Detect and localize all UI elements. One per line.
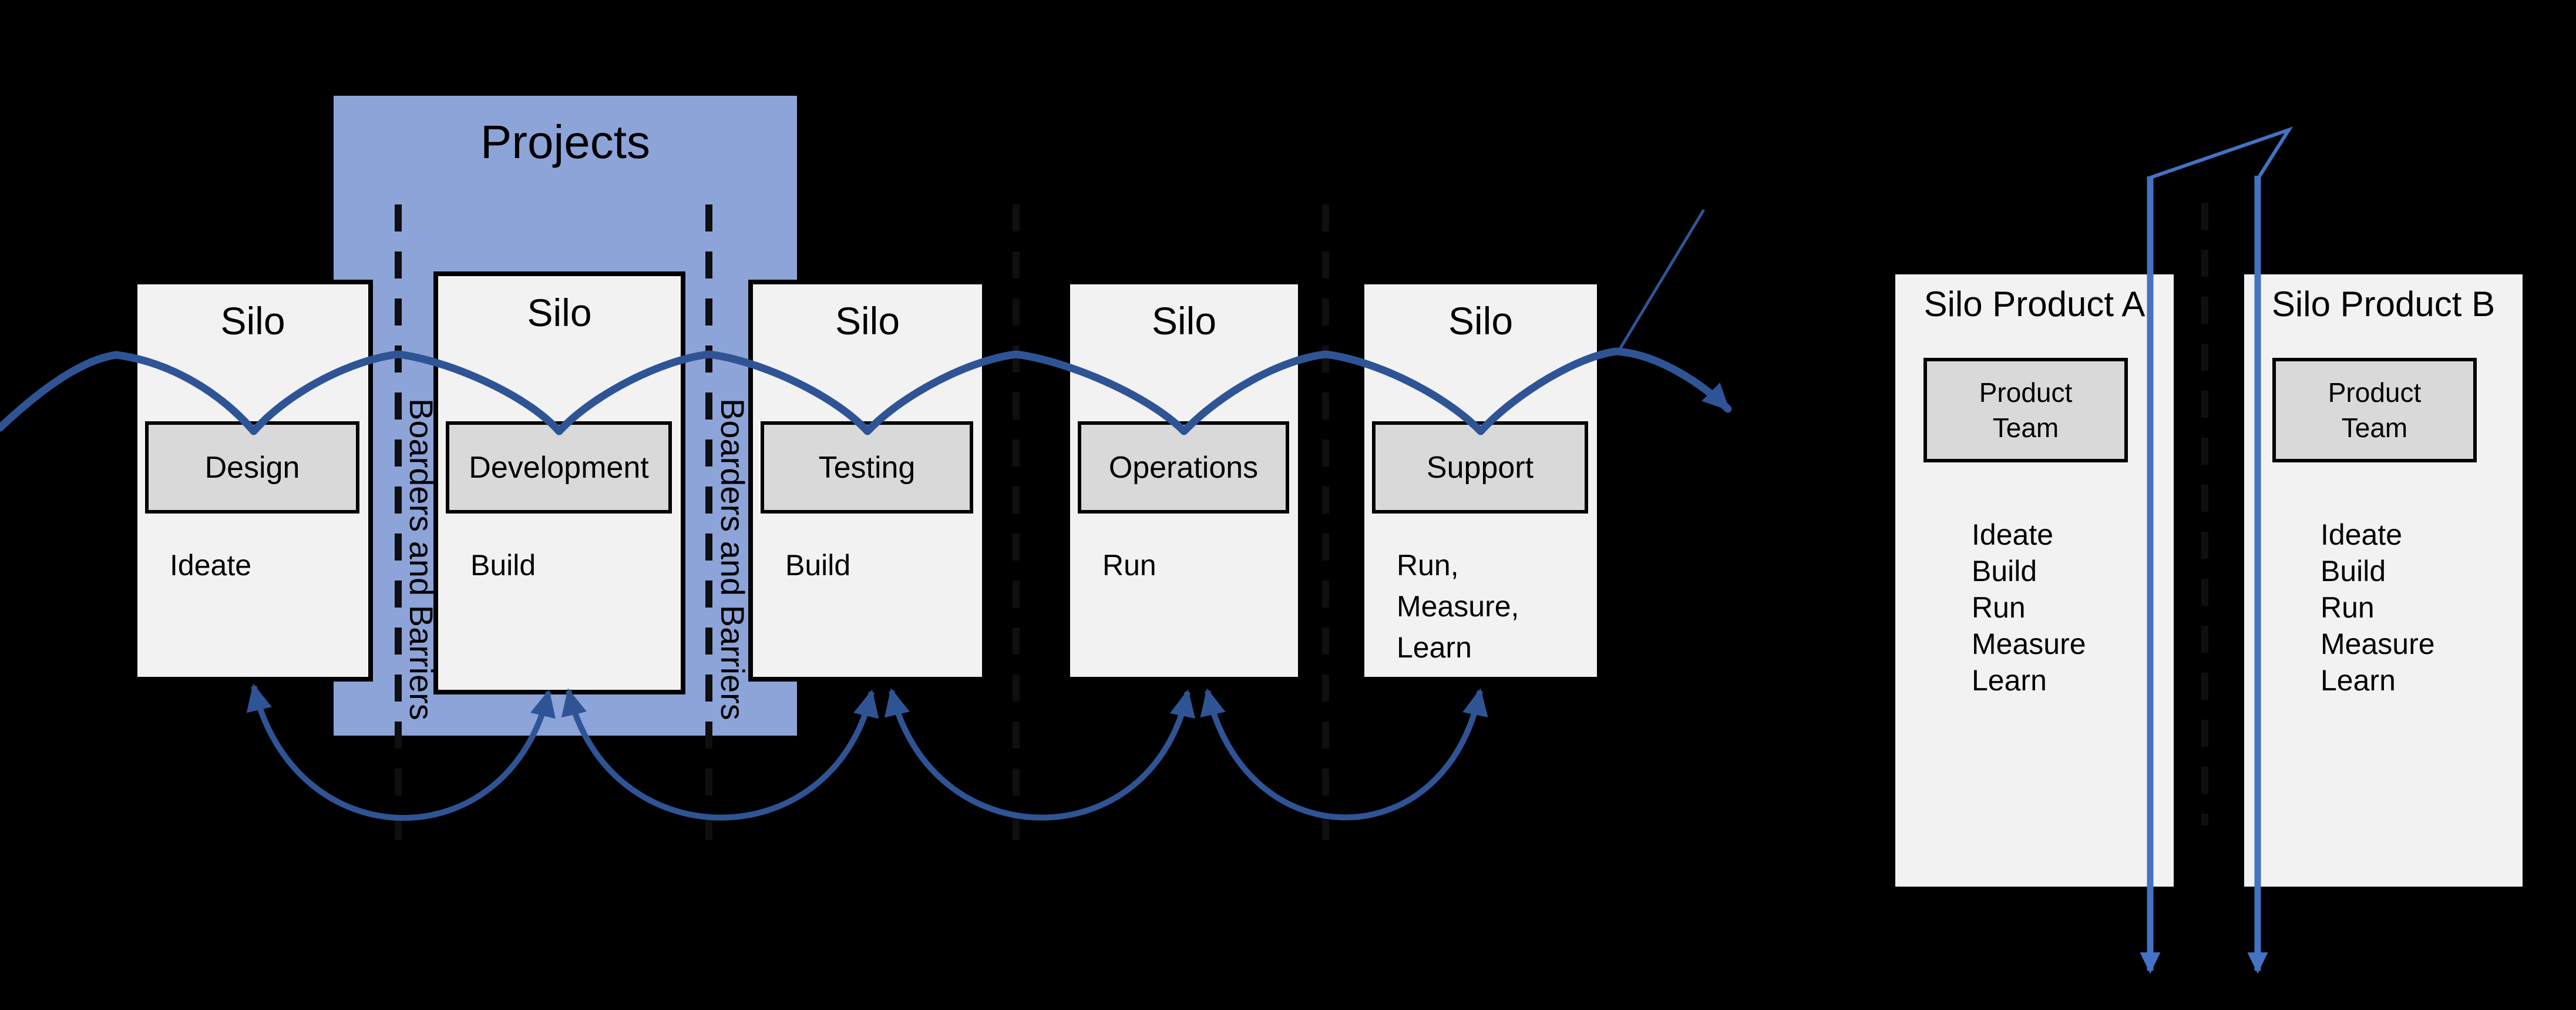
silo-box-design: Silo Design Ideate bbox=[133, 280, 373, 682]
barrier-label-1: Boarders and Barriers bbox=[403, 398, 440, 720]
product-activities: Ideate Build Run Measure Learn bbox=[1972, 518, 2086, 697]
barrier-label-2: Boarders and Barriers bbox=[714, 398, 751, 720]
silo-activity: Ideate bbox=[170, 549, 252, 582]
projects-banner-label: Projects bbox=[480, 116, 650, 168]
flow-spike-line bbox=[1618, 209, 1706, 350]
product-loop-connector-line bbox=[2150, 126, 2293, 179]
product-title: Silo Product B bbox=[2271, 284, 2496, 324]
silo-activity: Run, Measure, Learn bbox=[1397, 549, 1519, 664]
stage-box-design: Design bbox=[145, 421, 359, 514]
stage-box-testing: Testing bbox=[761, 421, 973, 514]
product-team-box: Product Team bbox=[1923, 358, 2128, 462]
product-team-label: Product Team bbox=[2328, 377, 2422, 443]
silo-title: Silo bbox=[220, 299, 285, 343]
silo-title: Silo bbox=[835, 299, 900, 343]
product-team-box: Product Team bbox=[2272, 358, 2477, 462]
silo-activity: Build bbox=[470, 549, 536, 582]
silo-title: Silo bbox=[1448, 299, 1514, 343]
product-team-label: Product Team bbox=[1979, 377, 2073, 443]
silo-box-operations: Silo Operations Run bbox=[1065, 280, 1303, 682]
silo-activity: Run bbox=[1102, 549, 1156, 582]
silo-box-support: Silo Support Run, Measure, Learn bbox=[1360, 280, 1602, 682]
silo-title: Silo bbox=[527, 291, 592, 334]
silo-product-b-box: Silo Product B Product Team Ideate Build… bbox=[2244, 274, 2523, 887]
silo-box-development: Silo Development Build bbox=[433, 271, 685, 694]
silo-box-testing: Silo Testing Build bbox=[748, 280, 987, 682]
silo-product-a-box: Silo Product A Product Team Ideate Build… bbox=[1895, 274, 2174, 887]
stage-box-development: Development bbox=[446, 421, 672, 514]
silo-title: Silo bbox=[1151, 299, 1217, 343]
stage-box-operations: Operations bbox=[1078, 421, 1289, 514]
handoff-arc-arrow-3 bbox=[884, 688, 1196, 821]
handoff-arc-arrow-4 bbox=[1200, 688, 1488, 821]
stage-box-support: Support bbox=[1372, 421, 1588, 514]
product-title: Silo Product A bbox=[1923, 284, 2145, 324]
product-activities: Ideate Build Run Measure Learn bbox=[2321, 518, 2435, 697]
silo-activity: Build bbox=[785, 549, 851, 582]
